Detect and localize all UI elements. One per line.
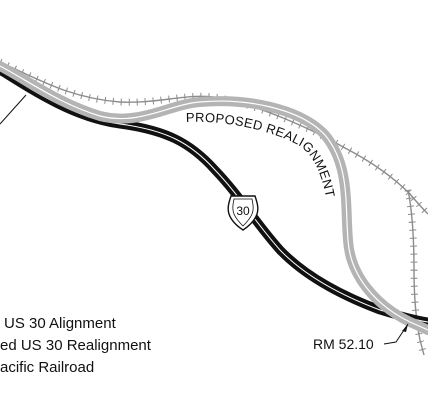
milepost-label: RM 52.10 bbox=[313, 336, 374, 352]
legend-existing-us30: US 30 Alignment bbox=[4, 315, 117, 332]
legend-proposed-us30: ed US 30 Realignment bbox=[0, 337, 152, 354]
route-shield-number: 30 bbox=[236, 204, 250, 218]
milepost-arrow-icon bbox=[402, 324, 408, 332]
proposed-us30-realignment bbox=[0, 61, 428, 335]
milepost-leader-line bbox=[383, 323, 409, 345]
legend-railroad: acific Railroad bbox=[0, 359, 94, 376]
us-route-shield: 30 bbox=[227, 195, 259, 231]
leader-line-upper bbox=[0, 94, 27, 125]
